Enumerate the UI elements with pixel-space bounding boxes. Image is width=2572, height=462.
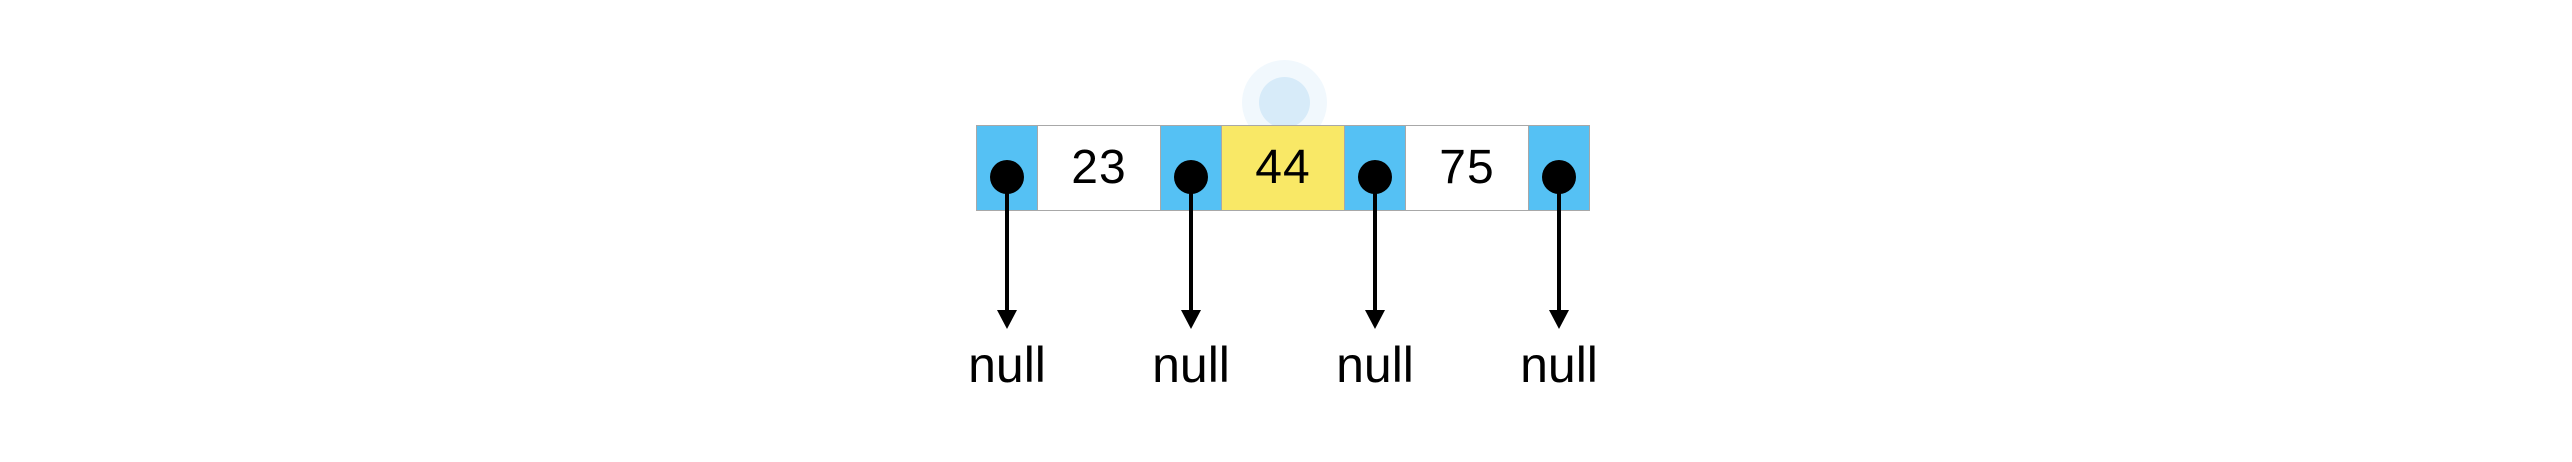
pointer-arrow-line xyxy=(1373,177,1377,310)
arrowhead-down-icon xyxy=(997,310,1017,329)
value-text: 44 xyxy=(1255,141,1311,194)
value-cell[interactable]: 75 xyxy=(1405,126,1529,210)
null-label: null xyxy=(1336,337,1414,393)
arrowhead-down-icon xyxy=(1549,310,1569,329)
touch-indicator xyxy=(1259,77,1310,128)
pointer-cell[interactable]: null xyxy=(968,126,1046,392)
value-text: 23 xyxy=(1071,141,1127,194)
pointer-arrow-line xyxy=(1189,177,1193,310)
value-text: 75 xyxy=(1439,141,1495,194)
pointer-cell[interactable]: null xyxy=(1520,126,1598,392)
pointer-cell[interactable]: null xyxy=(1336,126,1414,392)
value-cell-highlighted[interactable]: 44 xyxy=(1221,126,1345,210)
null-label: null xyxy=(968,337,1046,393)
arrowhead-down-icon xyxy=(1365,310,1385,329)
null-label: null xyxy=(1520,337,1598,393)
arrowhead-down-icon xyxy=(1181,310,1201,329)
null-label: null xyxy=(1152,337,1230,393)
value-cell[interactable]: 23 xyxy=(1037,126,1161,210)
pointer-arrow-line xyxy=(1557,177,1561,310)
pointer-arrow-line xyxy=(1005,177,1009,310)
pointer-cell[interactable]: null xyxy=(1152,126,1230,392)
linked-list-row: null 23 null 44 null 75 null xyxy=(968,125,1598,392)
